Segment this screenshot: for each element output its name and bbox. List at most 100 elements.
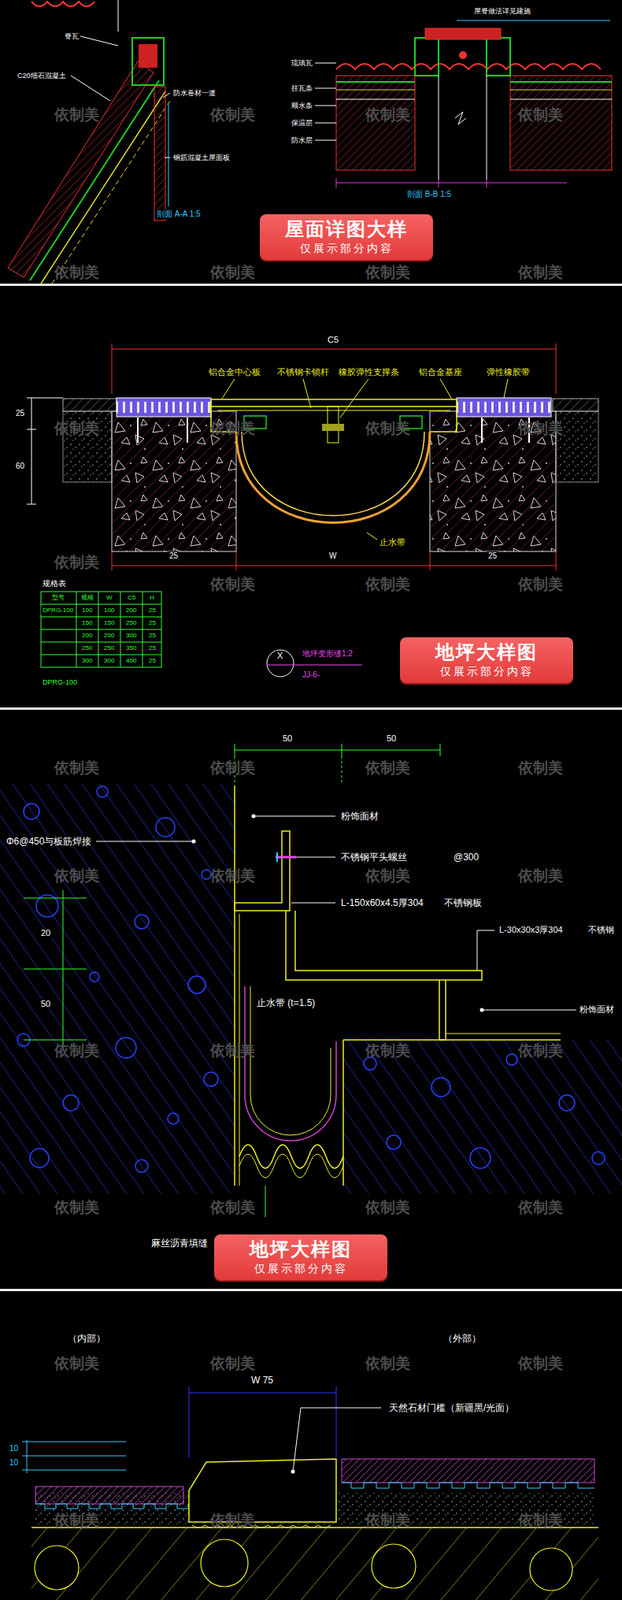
floor-joint-section: [17, 785, 605, 1172]
floor-joint-section: [481, 1009, 577, 1011]
drawing-label: 挂瓦条: [289, 84, 315, 93]
drawing-label: 屋脊做法详见建施: [472, 7, 533, 16]
drawing-label: 100: [102, 606, 116, 615]
threshold-section: [336, 1385, 337, 1457]
drawing-label: 150: [102, 618, 116, 627]
drawing-label: 止水带 (t=1.5): [255, 996, 317, 1008]
drawing-label: DPRG-100: [40, 677, 79, 687]
threshold-section: [291, 1469, 296, 1474]
roof-ridge-section: [336, 75, 415, 171]
floor-joint-section: [480, 1007, 485, 1012]
expansion-joint-section: [322, 423, 345, 431]
drawing-label: H: [148, 593, 156, 602]
watermark: 依制美: [365, 1198, 411, 1217]
drawing-label: 200: [80, 631, 94, 640]
roof-ridge-section: [456, 20, 611, 22]
floor-joint-section: [0, 743, 622, 1217]
watermark: 依制美: [365, 1354, 411, 1373]
panel-divider: [0, 707, 622, 710]
watermark: 依制美: [518, 1354, 563, 1373]
floor-joint-section: [244, 985, 337, 1141]
drawing-label: 10: [7, 1457, 20, 1467]
threshold-section: [22, 1469, 126, 1470]
drawing-label: X: [275, 650, 285, 661]
watermark: 依制美: [518, 758, 563, 778]
drawing-label: 25: [147, 631, 158, 640]
drawing-label: 300: [102, 656, 116, 665]
drawing-label: C5: [325, 334, 341, 345]
drawing-label: （外部）: [441, 1332, 483, 1344]
spec-table-grid: [40, 591, 162, 667]
watermark: 依制美: [54, 1354, 100, 1373]
drawing-label: 规格表: [40, 578, 68, 589]
threshold-section: [26, 1439, 28, 1473]
drawing-label: W: [327, 551, 338, 561]
drawing-label: 保温层: [289, 118, 315, 128]
drawing-label: 25: [147, 618, 158, 627]
watermark: 依制美: [518, 263, 563, 282]
watermark: 依制美: [365, 263, 411, 282]
roof-ridge-section: [336, 182, 567, 184]
roof-ridge-section: [510, 75, 612, 171]
drawing-label: 25: [486, 551, 499, 561]
roof-eave-section: [80, 36, 119, 46]
threshold-section: [200, 1538, 249, 1586]
roof-eave-section: [118, 0, 119, 32]
expansion-joint-section: [217, 410, 451, 411]
watermark: 依制美: [210, 419, 256, 438]
drawing-label: 200: [102, 631, 116, 640]
watermark: 依制美: [54, 419, 100, 438]
drawing-label: 250: [124, 618, 138, 627]
drawing-label: 剖面 A-A 1:5: [155, 209, 203, 219]
floor-joint-section: [440, 743, 441, 756]
floor-joint-section: [23, 968, 87, 970]
floor-joint-section: [363, 1056, 377, 1070]
expansion-joint-section: [111, 343, 113, 394]
watermark: 依制美: [518, 1198, 563, 1217]
threshold-section: [292, 1406, 382, 1471]
drawing-label: 300: [80, 656, 94, 665]
drawing-label: Φ6@450与板筋焊接: [4, 835, 93, 847]
threshold-section: [22, 1455, 126, 1456]
expansion-joint-section: [241, 431, 425, 516]
spec-table-grid: [40, 616, 162, 618]
spec-table-grid: [76, 591, 78, 667]
expansion-joint-section: [440, 378, 452, 400]
watermark: 依制美: [365, 866, 411, 885]
roof-eave-section: [7, 0, 171, 284]
floor-joint-section: [592, 1151, 605, 1164]
watermark: 依制美: [210, 866, 256, 885]
roof-eave-section: [132, 37, 164, 86]
roof-eave-section: [70, 75, 111, 101]
threshold-section: [35, 1503, 189, 1508]
floor-joint-section: [134, 914, 149, 929]
watermark: 依制美: [210, 1510, 256, 1530]
floor-joint-section: [233, 784, 236, 1185]
expansion-joint-section: [555, 343, 557, 394]
floor-joint-section: [506, 1053, 518, 1065]
floor-joint-section: [265, 1184, 267, 1217]
roof-eave-section: [7, 61, 154, 278]
drawing-label: 型号: [50, 593, 67, 602]
floor-joint-section: [470, 1147, 491, 1168]
threshold-section: [371, 1543, 416, 1588]
floor-joint-section: [341, 755, 343, 784]
drawing-label: W 75: [249, 1373, 275, 1385]
floor-joint-section: [341, 743, 343, 756]
spec-table-grid: [98, 591, 100, 667]
spec-table-grid: [40, 603, 162, 605]
floor-joint-section: [342, 1039, 345, 1185]
drawing-label: 25: [147, 606, 158, 615]
expansion-joint-section: [503, 378, 508, 398]
expansion-joint-section: [222, 378, 235, 399]
floor-joint-section: [115, 1036, 137, 1058]
floor-joint-section: [29, 1147, 49, 1167]
drawing-label: C20细石混凝土: [15, 71, 68, 81]
spec-table-grid: [40, 654, 162, 656]
detail-callout-symbol: [266, 649, 294, 677]
spec-table-grid: [120, 591, 122, 667]
roof-ridge-section: [510, 81, 612, 83]
expansion-joint-section: [31, 397, 33, 504]
expansion-joint-section: [111, 348, 556, 350]
drawing-label: 麻丝沥青填缝: [149, 1236, 210, 1248]
